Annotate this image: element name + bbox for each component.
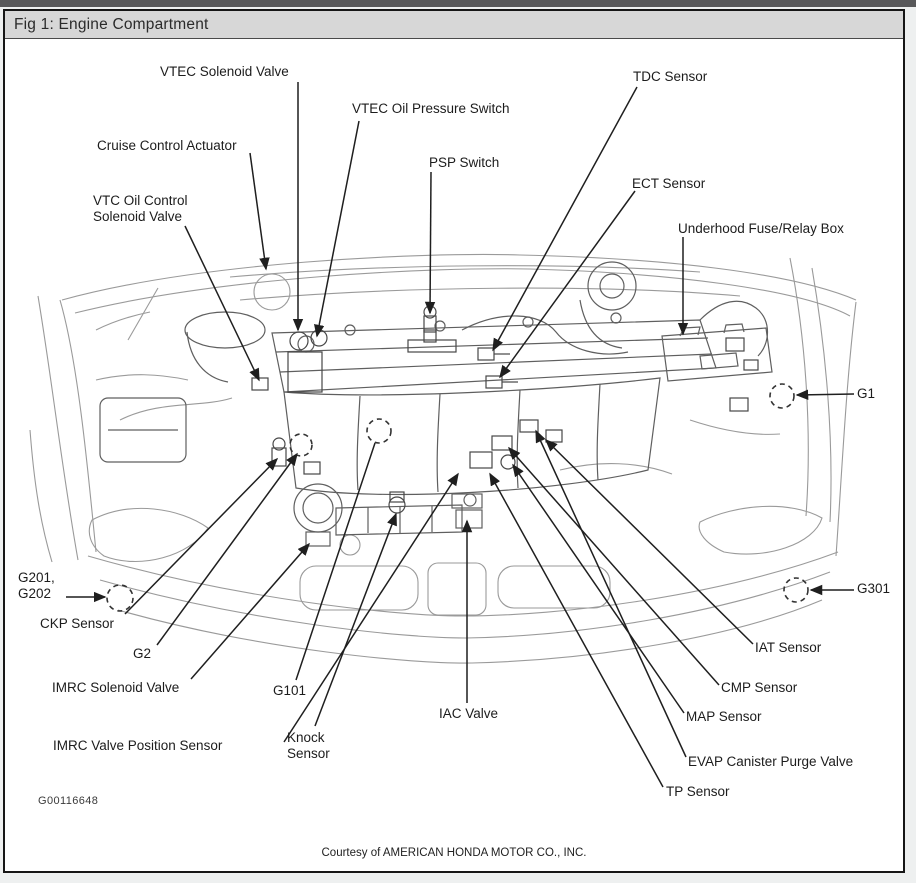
callout-knock-sensor: Knock Sensor <box>287 730 330 761</box>
ground-point-g2 <box>289 433 313 457</box>
callout-g2: G2 <box>133 646 152 661</box>
callout-tp-sensor: TP Sensor <box>666 784 730 799</box>
callout-map-sensor: MAP Sensor <box>686 709 762 724</box>
callout-imrc-valve-position-sensor: IMRC Valve Position Sensor <box>53 738 223 753</box>
callout-vtc-oil-control-solenoid-valve: VTC Oil Control Solenoid Valve <box>93 193 188 224</box>
leader-lines <box>66 82 855 788</box>
callout-evap-canister-purge-valve: EVAP Canister Purge Valve <box>688 754 854 769</box>
callout-g201-g202: G201, G202 <box>18 570 55 601</box>
leader-imrc-valve-position-sensor <box>283 472 459 743</box>
leader-cmp-sensor <box>508 446 720 686</box>
window-top-strip <box>0 0 916 7</box>
callout-psp-switch: PSP Switch <box>429 155 500 170</box>
leader-ckp-sensor <box>124 457 279 615</box>
ground-point-g1 <box>769 383 795 409</box>
leader-tdc-sensor <box>492 86 638 352</box>
leader-iat-sensor <box>544 438 754 645</box>
figure-title-bar: Fig 1: Engine Compartment <box>5 11 903 39</box>
figure-credit: Courtesy of AMERICAN HONDA MOTOR CO., IN… <box>321 847 587 859</box>
leader-g2 <box>156 452 298 646</box>
car-body-outline <box>29 253 857 664</box>
callout-vtec-solenoid-valve: VTEC Solenoid Valve <box>160 64 289 79</box>
callout-underhood-fuse-relay-box: Underhood Fuse/Relay Box <box>678 221 844 236</box>
sensor-components <box>251 305 759 514</box>
ground-point-g101 <box>366 418 392 444</box>
leader-cruise-control-actuator <box>249 152 270 271</box>
callout-g1: G1 <box>857 386 876 401</box>
callout-iat-sensor: IAT Sensor <box>755 640 822 655</box>
callout-ckp-sensor: CKP Sensor <box>40 616 115 631</box>
figure-title: Fig 1: Engine Compartment <box>14 15 209 33</box>
leader-evap-canister-purge-valve <box>535 429 687 758</box>
leader-imrc-solenoid-valve <box>190 542 310 680</box>
leader-psp-switch <box>424 171 436 315</box>
leader-g1 <box>795 389 855 401</box>
ground-points <box>106 383 809 612</box>
engine-block <box>99 261 769 547</box>
callout-cmp-sensor: CMP Sensor <box>721 680 798 695</box>
figure-id-code: G00116648 <box>38 795 99 807</box>
callout-ect-sensor: ECT Sensor <box>632 176 706 191</box>
leader-ect-sensor <box>499 190 636 379</box>
leader-vtec-oil-pressure-switch <box>314 120 360 338</box>
leader-tp-sensor <box>489 472 664 788</box>
callout-g101: G101 <box>273 683 307 698</box>
callout-vtec-oil-pressure-switch: VTEC Oil Pressure Switch <box>352 101 510 116</box>
callout-iac-valve: IAC Valve <box>439 706 499 721</box>
leader-map-sensor <box>512 463 685 714</box>
leader-g101 <box>295 442 376 681</box>
callout-tdc-sensor: TDC Sensor <box>633 69 708 84</box>
callout-imrc-solenoid-valve: IMRC Solenoid Valve <box>52 680 180 695</box>
callout-g301: G301 <box>857 581 891 596</box>
leader-vtc-oil-control-solenoid-valve <box>184 225 260 382</box>
figure-panel: Fig 1: Engine Compartment <box>3 9 905 873</box>
ground-point-g301 <box>783 577 809 603</box>
leader-knock-sensor <box>314 512 397 727</box>
ground-point-g201-g202 <box>106 584 134 612</box>
underhood-fuse-relay-box-shape <box>661 323 773 382</box>
callout-cruise-control-actuator: Cruise Control Actuator <box>97 138 237 153</box>
